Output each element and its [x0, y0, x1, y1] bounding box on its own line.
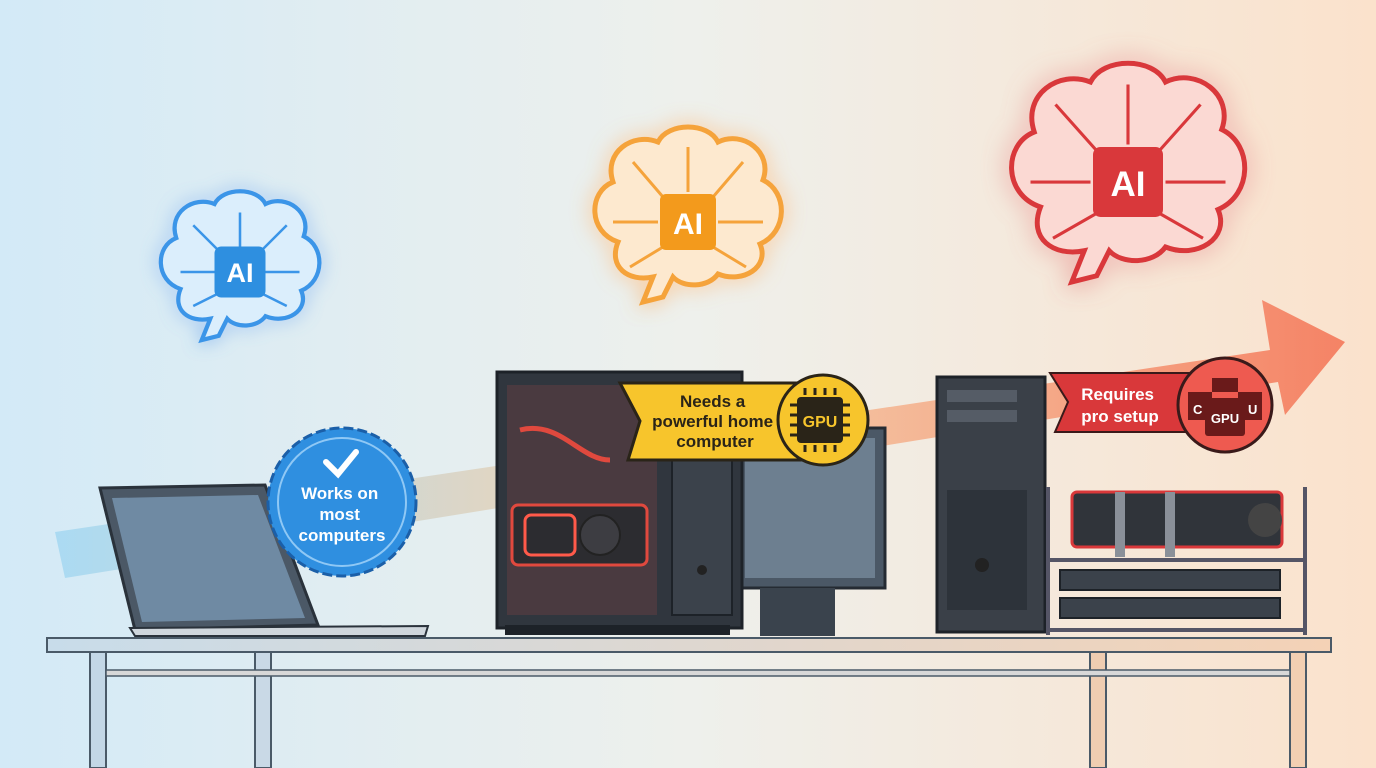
svg-text:Requires pro setup: Requires pro setup — [1081, 385, 1158, 426]
banner-line: powerful home — [652, 412, 773, 431]
chip-side-label: U — [1248, 402, 1257, 417]
checkmark-icon — [323, 449, 359, 479]
brain-home: AI — [595, 127, 782, 302]
gpu-chip-icon: C U GPU — [1188, 378, 1262, 436]
brain-ai-label: AI — [1111, 165, 1146, 204]
pro-workstation — [935, 375, 1307, 635]
brain-pro: AI — [1012, 63, 1245, 282]
chip-label: GPU — [803, 414, 838, 431]
brain-ai-label: AI — [673, 208, 703, 241]
chip-side-label: C — [1193, 402, 1203, 417]
chip-label: GPU — [1211, 411, 1239, 426]
badge-line: computers — [299, 526, 386, 545]
table — [46, 637, 1332, 768]
brain-basic: AI — [161, 191, 320, 340]
laptop — [98, 483, 430, 637]
gpu-chip-icon: GPU — [790, 388, 850, 452]
works-on-most-computers-badge: Works on most computers — [266, 426, 418, 578]
needs-powerful-home-computer-banner: Needs a powerful home computer GPU — [617, 373, 870, 467]
badge-line: Works on — [301, 484, 378, 503]
banner-line: Requires — [1081, 385, 1154, 404]
banner-line: computer — [676, 432, 754, 451]
banner-line: pro setup — [1081, 407, 1158, 426]
badge-line: most — [319, 505, 360, 524]
gpu-mining-rig — [1046, 487, 1307, 635]
svg-text:Works on most comp: Works on most computers — [299, 484, 386, 545]
brain-ai-label: AI — [226, 257, 253, 288]
svg-text:Needs a powerful home: Needs a powerful home computer — [652, 392, 778, 451]
banner-line: Needs a — [680, 392, 746, 411]
requires-pro-setup-banner: Requires pro setup C U GPU — [1048, 356, 1274, 454]
